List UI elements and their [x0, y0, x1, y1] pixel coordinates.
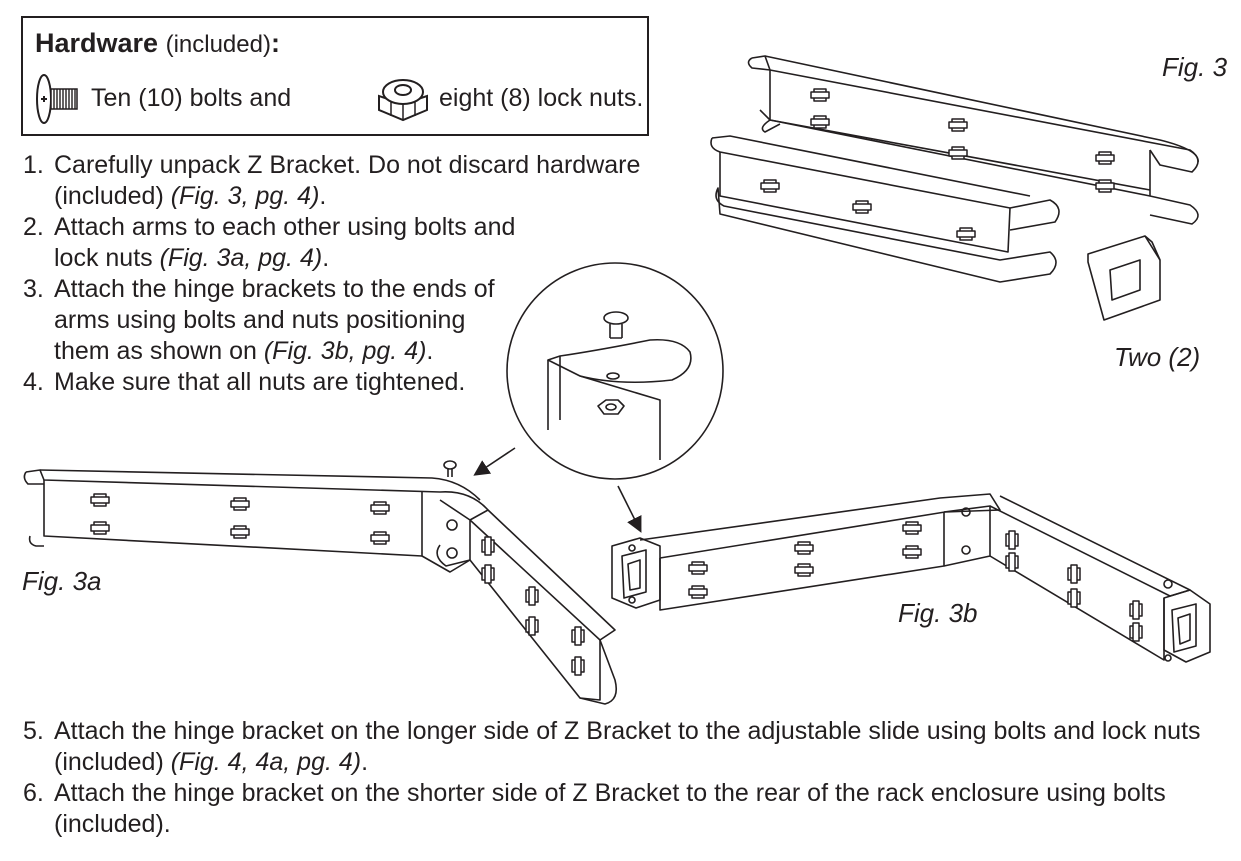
step-3: 3. Attach the hinge brackets to the ends…	[23, 274, 640, 367]
step-1: 1. Carefully unpack Z Bracket. Do not di…	[23, 150, 640, 212]
step-number: 5.	[23, 717, 44, 745]
step-number: 1.	[23, 151, 44, 179]
figure-reference: (Fig. 4, 4a, pg. 4)	[170, 748, 362, 776]
step-6: 6. Attach the hinge bracket on the short…	[23, 778, 1201, 840]
step-text: (included) (Fig. 3, pg. 4).	[54, 182, 327, 210]
step-number: 4.	[23, 368, 44, 396]
step-text: lock nuts (Fig. 3a, pg. 4).	[54, 244, 330, 272]
figure-reference: (Fig. 3a, pg. 4)	[159, 244, 323, 272]
step-text: Carefully unpack Z Bracket. Do not disca…	[54, 151, 641, 179]
fig3-hinge-bracket	[1087, 235, 1161, 321]
step-text: Attach the hinge bracket on the longer s…	[54, 717, 1201, 745]
fig3-short-arm	[710, 135, 1060, 283]
nuts-text: eight (8) lock nuts.	[439, 84, 644, 112]
step-2: 2. Attach arms to each other using bolts…	[23, 212, 640, 274]
caption-fig3a: Fig. 3a	[22, 566, 102, 596]
fig3a-long-arm	[23, 469, 489, 557]
step-text: (included) (Fig. 4, 4a, pg. 4).	[54, 748, 369, 776]
steps-top: 1. Carefully unpack Z Bracket. Do not di…	[23, 150, 640, 398]
caption-fig3: Fig. 3	[1162, 52, 1228, 82]
hardware-title-colon: :	[270, 28, 280, 58]
step-text: Attach the hinge brackets to the ends of	[54, 275, 495, 303]
step-5: 5. Attach the hinge bracket on the longe…	[23, 716, 1201, 778]
bolt-icon	[36, 74, 78, 124]
step-text: Make sure that all nuts are tightened.	[54, 368, 466, 396]
bolts-text: Ten (10) bolts and	[91, 84, 292, 112]
hardware-heading: Hardware (included):	[35, 28, 280, 59]
step-4: 4. Make sure that all nuts are tightened…	[23, 367, 640, 398]
steps-bottom: 5. Attach the hinge bracket on the longe…	[23, 716, 1201, 840]
fig3b-right-bracket	[1163, 579, 1211, 663]
step-text: them as shown on (Fig. 3b, pg. 4).	[54, 337, 434, 365]
step-number: 6.	[23, 779, 44, 807]
hardware-title: Hardware	[35, 28, 159, 58]
fig3b-diagonal-arm	[989, 495, 1191, 661]
fig3b-left-bracket	[611, 537, 661, 609]
fig3a-hinge-joint	[421, 460, 471, 573]
step-number: 3.	[23, 275, 44, 303]
hardware-title-note: (included)	[165, 31, 271, 58]
figure-reference: (Fig. 3, pg. 4)	[170, 182, 320, 210]
fig3a-diagonal-arm	[469, 509, 618, 705]
fig3-long-arm	[747, 55, 1199, 225]
detail-callout	[473, 262, 724, 533]
step-text: (included).	[54, 810, 171, 838]
fig3b-long-arm	[639, 493, 1001, 611]
step-text: Attach the hinge bracket on the shorter …	[54, 779, 1166, 807]
step-number: 2.	[23, 213, 44, 241]
caption-two: Two (2)	[1114, 342, 1201, 372]
step-text: Attach arms to each other using bolts an…	[54, 213, 516, 241]
step-text: arms using bolts and nuts positioning	[54, 306, 466, 334]
lock-nut-icon	[378, 79, 428, 122]
caption-fig3b: Fig. 3b	[898, 598, 978, 628]
hardware-box: Hardware (included): Ten (10) bolts and …	[21, 16, 649, 136]
figure-reference: (Fig. 3b, pg. 4)	[263, 337, 427, 365]
